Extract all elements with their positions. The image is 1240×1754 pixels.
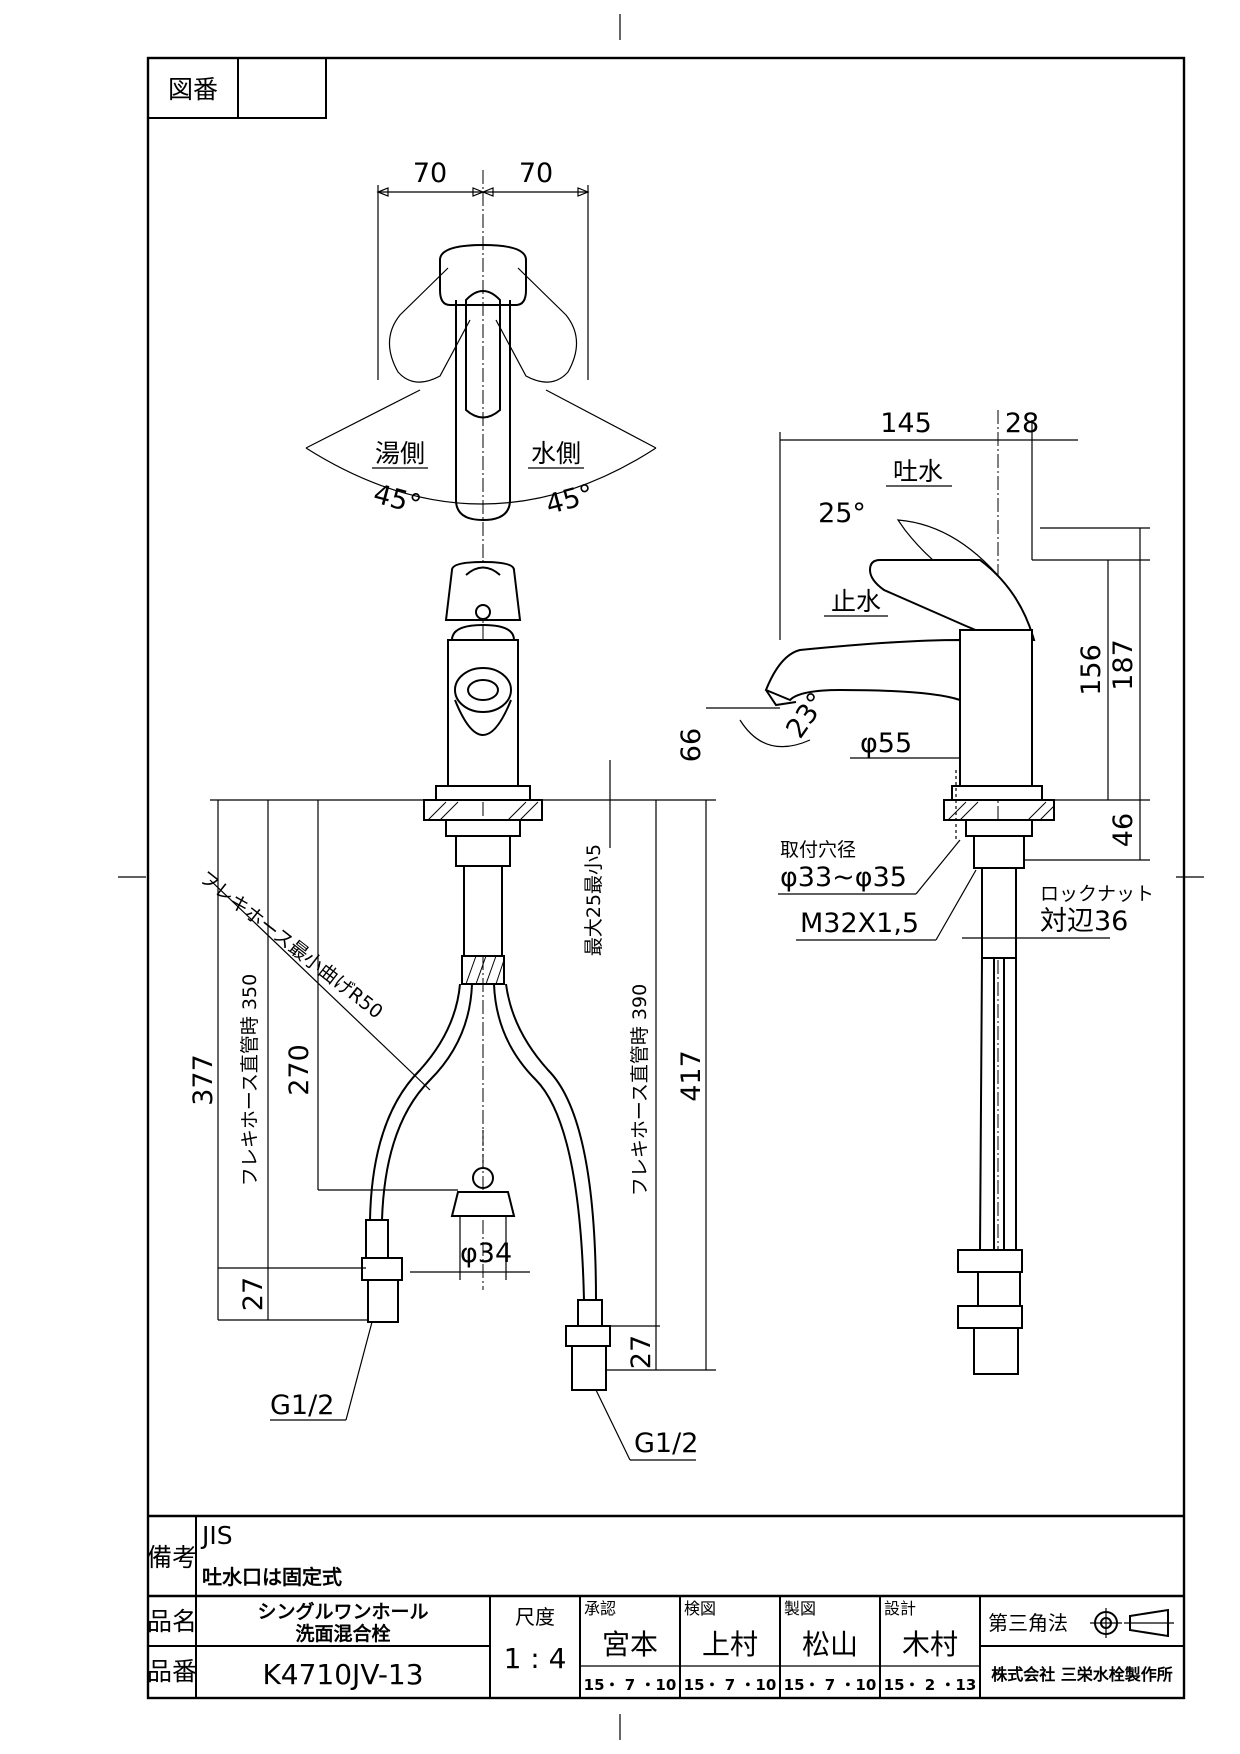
locknut-label: ロックナット [1040,883,1154,905]
product-name-line1: シングルワンホール [257,1600,428,1623]
dim-27-left: 27 [238,1277,269,1311]
approve-date: 15・ 7 ・10 [584,1676,677,1694]
g-half-left: G1/2 [270,1390,334,1421]
remark-spout-fixed: 吐水口は固定式 [202,1565,342,1589]
drawing-no-label: 図番 [168,75,218,104]
product-name-label: 品名 [147,1607,197,1636]
approve-label: 承認 [584,1599,616,1618]
design-name: 木村 [902,1628,958,1661]
g-half-right: G1/2 [634,1428,698,1459]
hot-side-label: 湯側 [375,439,425,468]
product-no: K4710JV-13 [262,1658,423,1691]
locknut-value: 対辺36 [1040,906,1128,937]
mount-hole-label: 取付穴径 [780,839,856,861]
dim-66: 66 [676,728,707,762]
remark-jis: JIS [200,1521,233,1550]
projection-label: 第三角法 [988,1611,1068,1635]
front-view: φ34 377 フレキホース直管時 350 270 27 G1/2 フレキホース… [188,560,716,1461]
design-label: 設計 [884,1599,916,1618]
dim-70-right: 70 [519,158,553,189]
drawing-frame [146,56,1186,1700]
dim-28: 28 [1005,408,1039,439]
draw-name: 松山 [802,1628,858,1661]
draw-label: 製図 [784,1599,816,1618]
dim-phi-34: φ34 [460,1238,512,1269]
cold-side-label: 水側 [531,439,581,468]
product-no-label: 品番 [147,1657,197,1686]
product-name-line2: 洗面混合栓 [295,1622,390,1645]
design-date: 15・ 2 ・13 [884,1676,977,1694]
dim-187: 187 [1108,639,1139,691]
dim-27-right: 27 [626,1335,657,1369]
remarks-label: 備考 [147,1543,197,1572]
dim-417: 417 [676,1050,707,1102]
drawing-number-box: 図番 [147,57,327,119]
title-block: 備考 JIS 吐水口は固定式 品名 シングルワンホール 洗面混合栓 品番 K47… [147,1514,1184,1698]
check-date: 15・ 7 ・10 [684,1676,777,1694]
dim-145: 145 [880,408,932,439]
company-name: 株式会社 三栄水栓製作所 [991,1665,1173,1684]
spout-label: 吐水 [893,457,943,486]
dim-46: 46 [1108,813,1139,847]
dim-70-left: 70 [413,158,447,189]
mount-hole-value: φ33~φ35 [780,862,907,893]
top-view: 70 70 湯側 水側 45° 45° [305,158,657,560]
angle-25: 25° [818,498,866,529]
dim-156: 156 [1076,644,1107,696]
check-label: 検図 [684,1599,716,1618]
dim-phi-55: φ55 [860,728,912,759]
hose-straight-390: フレキホース直管時 390 [629,984,651,1196]
scale-value: 1 : 4 [504,1642,567,1675]
approve-name: 宮本 [602,1628,658,1661]
angle-45-right: 45° [543,479,597,521]
side-view: 145 28 吐水 25° 止水 23° φ55 66 [676,408,1154,1375]
thread-label: M32X1,5 [800,908,919,939]
angle-45-left: 45° [370,479,424,521]
check-name: 上村 [702,1628,758,1661]
hose-bend-label: フレキホース最小曲げR50 [195,867,387,1024]
draw-date: 15・ 7 ・10 [784,1676,877,1694]
scale-label: 尺度 [515,1605,555,1629]
hose-straight-350: フレキホース直管時 350 [239,974,261,1186]
dim-270: 270 [284,1044,315,1096]
dim-377: 377 [188,1054,219,1106]
max25-label: 最大25最小5 [583,844,605,956]
third-angle-projection-icon [1090,1608,1174,1638]
stop-label: 止水 [831,587,881,616]
